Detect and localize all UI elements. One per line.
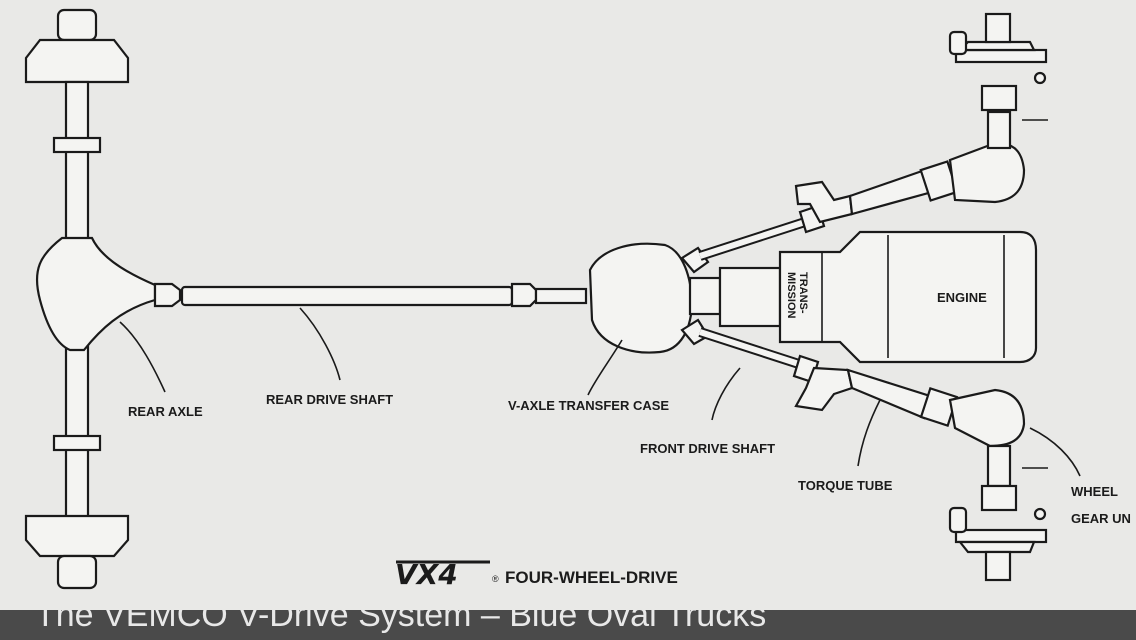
label-transfer-case: V-AXLE TRANSFER CASE (508, 398, 669, 413)
label-rear-axle: REAR AXLE (128, 404, 203, 419)
rear-drive-shaft (153, 282, 588, 308)
label-engine: ENGINE (937, 290, 987, 305)
lower-front-drive (680, 318, 1048, 582)
upper-front-drive (680, 12, 1048, 274)
transfer-case (588, 242, 722, 354)
rear-axle-assembly (24, 8, 157, 590)
title-registered-mark: ® (492, 574, 499, 584)
label-wheel-gear-unit-line2: GEAR UN (1071, 511, 1131, 526)
label-transmission-line2: MISSION (785, 272, 797, 319)
label-transmission-line1: TRANS- (797, 272, 809, 314)
label-wheel-gear-unit-line1: WHEEL (1071, 484, 1118, 499)
label-torque-tube: TORQUE TUBE (798, 478, 893, 493)
transmission-engine (718, 230, 1038, 364)
caption-text: The VEMCO V-Drive System – Blue Oval Tru… (35, 610, 767, 634)
title-text: FOUR-WHEEL-DRIVE (505, 568, 678, 587)
leader-lines (119, 307, 1081, 477)
label-front-drive-shaft: FRONT DRIVE SHAFT (640, 441, 775, 456)
drivetrain-diagram: REAR AXLE REAR DRIVE SHAFT V-AXLE TRANSF… (24, 8, 1131, 591)
caption-bar: The VEMCO V-Drive System – Blue Oval Tru… (0, 610, 1136, 640)
label-rear-drive-shaft: REAR DRIVE SHAFT (266, 392, 393, 407)
